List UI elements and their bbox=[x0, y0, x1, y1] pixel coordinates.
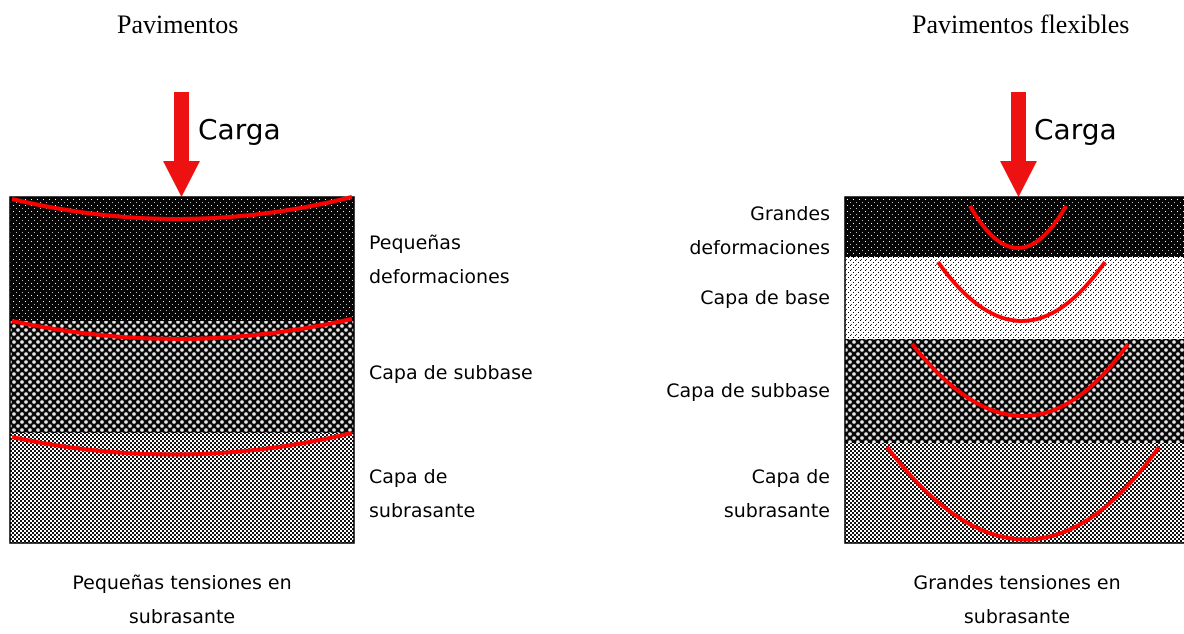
right-label-base-line1: Capa de base bbox=[700, 287, 830, 309]
right-base-layer bbox=[845, 257, 1184, 339]
right-section-border bbox=[844, 196, 1184, 544]
left-deflection-curve-subbase bbox=[11, 317, 353, 341]
right-label-top-line1: Grandes bbox=[750, 203, 830, 225]
right-deflection-curve-base bbox=[936, 260, 1107, 323]
right-subbase-layer bbox=[845, 339, 1184, 443]
left-label-subbase: Capa de subbase bbox=[369, 356, 533, 390]
right-label-subgrade: Capa de subrasante bbox=[724, 460, 830, 528]
left-pavement-section bbox=[9, 92, 355, 544]
right-caption: Grandes tensiones en subrasante bbox=[835, 566, 1184, 634]
right-label-subgrade-line1: Capa de bbox=[751, 466, 830, 488]
right-label-subbase-line1: Capa de subbase bbox=[666, 380, 830, 402]
right-caption-line2: subrasante bbox=[963, 606, 1071, 628]
right-load-arrow bbox=[1000, 92, 1037, 197]
left-load-arrow bbox=[163, 92, 200, 197]
left-caption-line2: subrasante bbox=[128, 606, 236, 628]
right-caption-line1: Grandes tensiones en bbox=[913, 572, 1121, 594]
right-pavement-section bbox=[844, 92, 1184, 544]
left-label-subgrade-line2: subrasante bbox=[369, 500, 476, 522]
right-label-subgrade-line2: subrasante bbox=[723, 500, 830, 522]
right-deflection-curve-subgrade bbox=[885, 445, 1161, 542]
left-label-top-line2: deformaciones bbox=[369, 266, 510, 288]
left-label-top-line1: Pequeñas bbox=[369, 232, 461, 254]
left-top-layer bbox=[10, 197, 354, 321]
right-label-base: Capa de base bbox=[700, 281, 830, 315]
left-title: Pavimentos bbox=[117, 10, 239, 39]
right-subgrade-layer bbox=[845, 443, 1184, 543]
left-caption-line1: Pequeñas tensiones en bbox=[72, 572, 292, 594]
left-deflection-curve-top bbox=[11, 195, 353, 221]
left-section-border bbox=[9, 196, 355, 544]
left-load-label: Carga bbox=[198, 113, 281, 146]
right-deflection-curve-subbase bbox=[910, 342, 1130, 418]
left-subgrade-layer bbox=[10, 433, 354, 543]
right-label-subbase: Capa de subbase bbox=[666, 374, 830, 408]
left-label-subgrade-line1: Capa de bbox=[369, 466, 448, 488]
right-deflection-curve-top bbox=[968, 205, 1068, 250]
right-load-label: Carga bbox=[1034, 113, 1117, 146]
left-caption: Pequeñas tensiones en subrasante bbox=[0, 566, 364, 634]
right-title: Pavimentos flexibles bbox=[912, 10, 1130, 39]
right-label-top-line2: deformaciones bbox=[689, 237, 830, 259]
left-label-top-layer: Pequeñas deformaciones bbox=[369, 226, 510, 294]
left-deflection-curve-subgrade bbox=[11, 431, 353, 457]
right-label-top-layer: Grandes deformaciones bbox=[689, 197, 830, 265]
left-label-subbase-line1: Capa de subbase bbox=[369, 362, 533, 384]
left-label-subgrade: Capa de subrasante bbox=[369, 460, 475, 528]
